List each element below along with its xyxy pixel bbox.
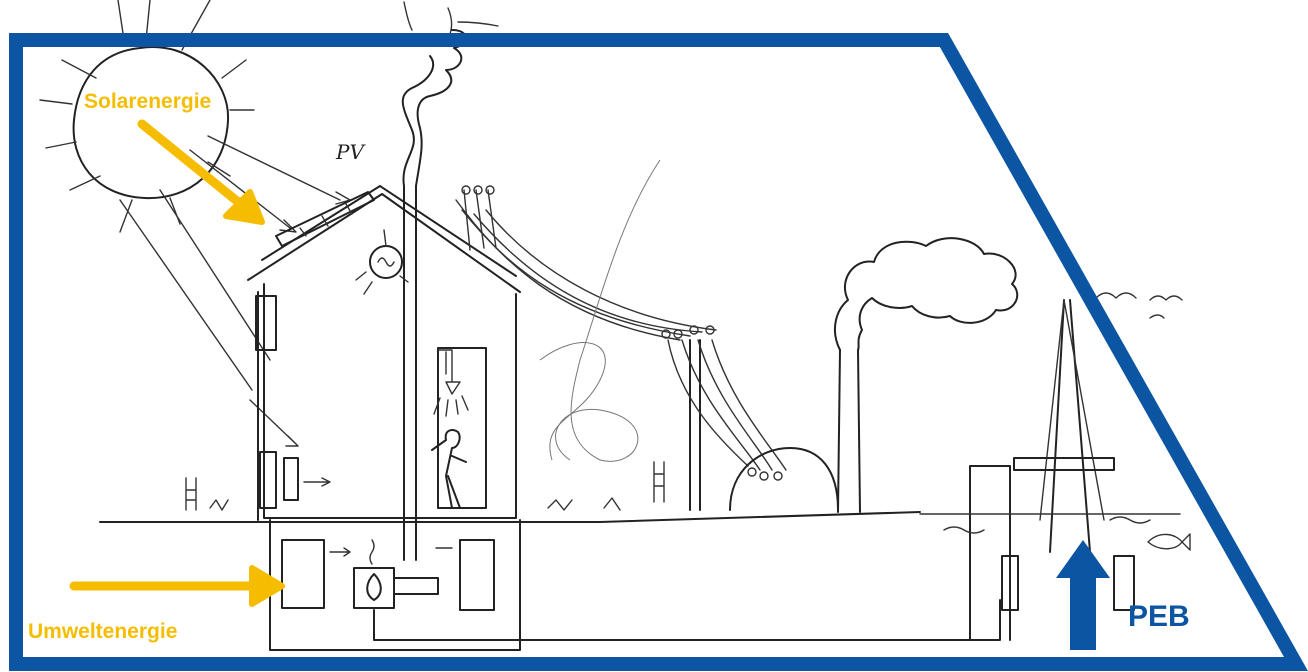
grass-left (186, 478, 228, 510)
fish-icon (1148, 534, 1190, 550)
birds-icon (1096, 293, 1182, 318)
environment-energy-arrow (74, 568, 282, 604)
heating-system (282, 540, 1000, 640)
wind-swirl (540, 160, 660, 461)
small-pylon (548, 462, 664, 510)
offshore-platform (920, 300, 1180, 640)
house-sketch (100, 186, 920, 650)
sun-rays (120, 136, 350, 446)
pv-label: PV (336, 140, 364, 164)
power-line (456, 186, 786, 510)
cropped-top-text (404, 2, 498, 34)
solar-energy-arrow (142, 124, 262, 222)
lightbulb-icon (356, 230, 408, 294)
shower-icon (434, 350, 468, 416)
peb-arrow (1056, 540, 1110, 650)
power-plant (730, 238, 1017, 512)
environment-energy-label: Umweltenergie (28, 620, 177, 644)
peb-label: PEB (1128, 600, 1190, 634)
flame-icon (367, 574, 381, 600)
chimney-smoke (403, 30, 466, 560)
solar-energy-label: Solarenergie (84, 90, 211, 114)
